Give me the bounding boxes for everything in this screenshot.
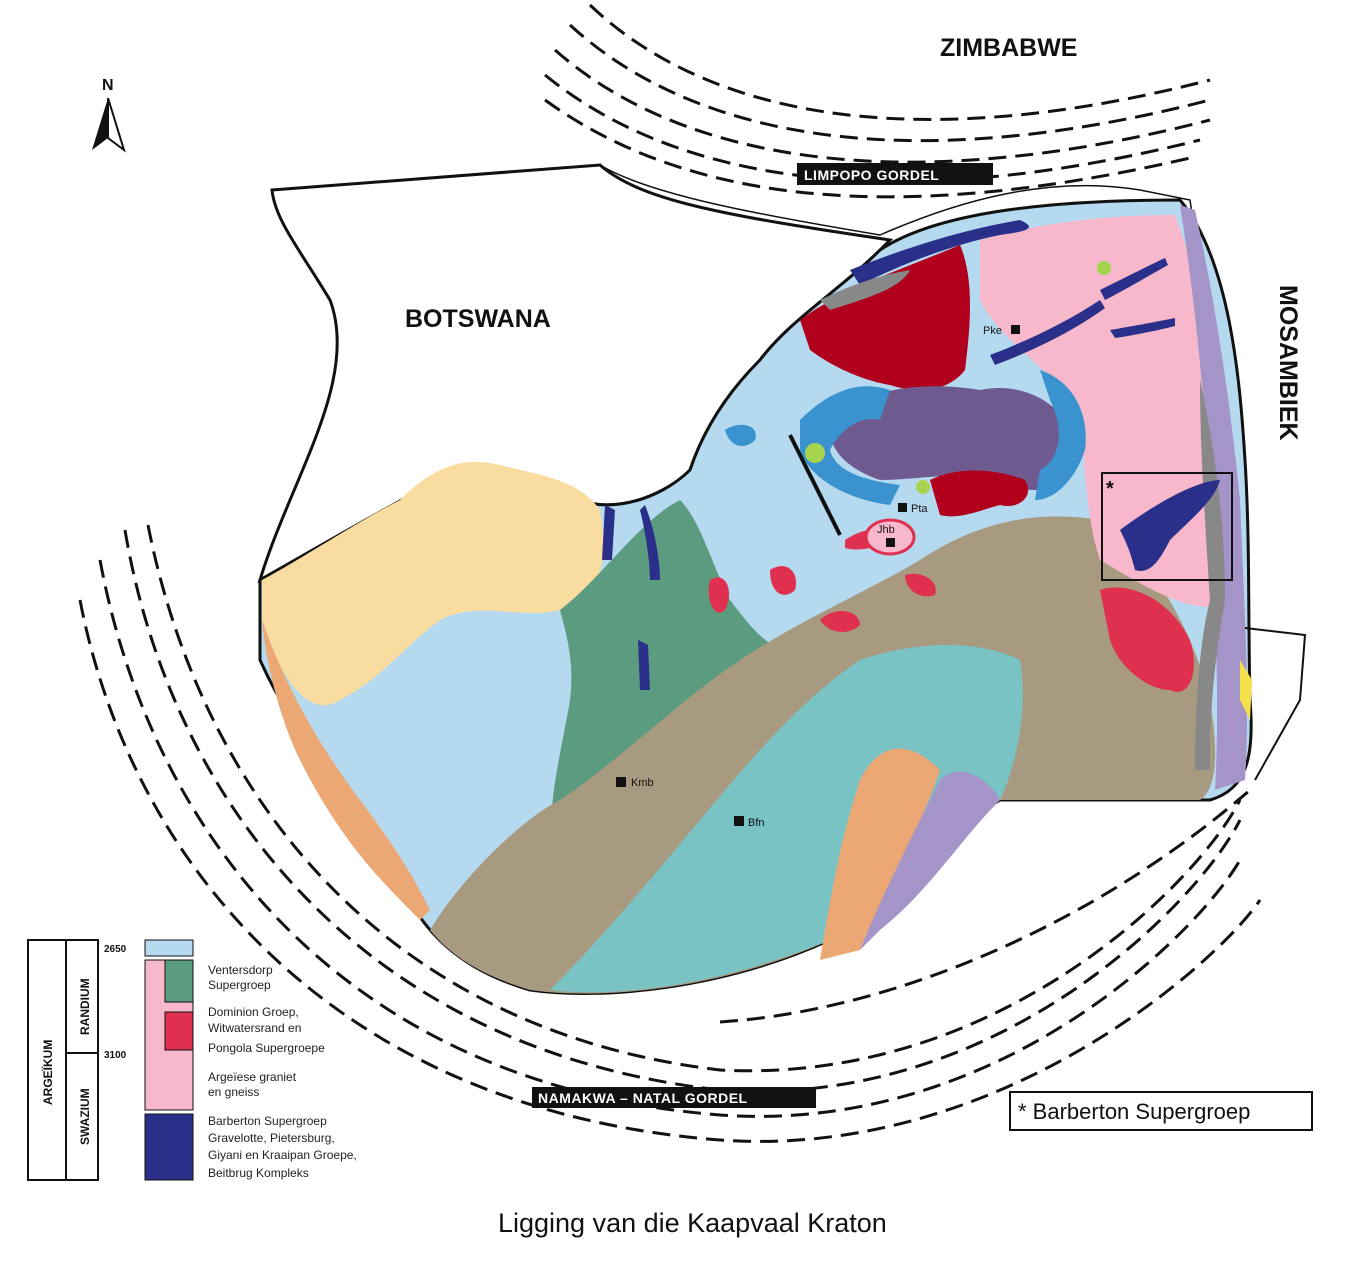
limpopo-label-bg xyxy=(797,163,993,185)
legend-dominion-1: Dominion Groep, xyxy=(208,1005,299,1019)
zimbabwe-border xyxy=(599,164,1201,271)
svg-text:Pta: Pta xyxy=(911,503,928,515)
north-arrow-icon xyxy=(92,98,108,150)
unit-bushveld-red-east xyxy=(930,470,1029,517)
legend-eon: ARGEÏKUM xyxy=(40,1040,55,1105)
namakwa-natal-belt-lines xyxy=(78,524,1262,1143)
unit-blue-ring-east xyxy=(1035,370,1086,500)
legend-tick-2650: 2650 xyxy=(104,944,127,955)
legend-era-swazium: SWAZIUM xyxy=(78,1088,92,1145)
city-pta: Pta xyxy=(898,503,928,515)
unit-west-blue-patch xyxy=(725,424,756,446)
limpopo-belt-lines xyxy=(544,3,1211,199)
legend-barberton-3: Giyani en Kraaipan Groepe, xyxy=(208,1148,357,1162)
legend-barberton-1: Barberton Supergroep xyxy=(208,1114,327,1128)
unit-lilac-south xyxy=(860,771,1000,950)
swatch-dominion xyxy=(164,1011,194,1051)
barberton-box xyxy=(1101,472,1233,581)
legend-barberton-2: Gravelotte, Pietersburg, xyxy=(208,1131,335,1145)
mozambique-border xyxy=(1244,627,1307,781)
johannesburg-dome xyxy=(864,518,916,556)
label-zimbabwe: ZIMBABWE xyxy=(940,34,1077,62)
unit-greenstone-belts xyxy=(602,258,1220,690)
legend-dominion-2: Witwatersrand en xyxy=(208,1021,301,1035)
north-label: N xyxy=(102,77,114,94)
label-botswana: BOTSWANA xyxy=(405,305,551,333)
legend-granite-1: Argeïese graniet xyxy=(208,1070,297,1084)
legend-barberton-4: Beitbrug Kompleks xyxy=(208,1166,309,1180)
label-namakwa-natal-belt: NAMAKWA – NATAL GORDEL xyxy=(538,1090,748,1106)
legend-tick-3100: 3100 xyxy=(104,1050,127,1061)
city-bfn: Bfn xyxy=(734,816,765,829)
legend-dominion-3: Pongola Supergroepe xyxy=(208,1041,325,1055)
city-pke: Pke xyxy=(983,325,1020,337)
svg-text:Jhb: Jhb xyxy=(877,524,895,536)
legend-ventersdorp-1: Ventersdorp xyxy=(208,963,273,977)
swatch-top xyxy=(144,939,194,957)
unit-bushveld-purple xyxy=(829,386,1080,490)
unit-north-navy xyxy=(850,220,1029,285)
legend-granite-2: en gneiss xyxy=(208,1085,259,1099)
city-jhb: Jhb xyxy=(877,524,895,547)
unit-karoo-teal xyxy=(550,645,1023,993)
svg-text:Kmb: Kmb xyxy=(631,777,654,789)
legend-ventersdorp-2: Supergroep xyxy=(208,978,271,992)
unit-orange-south xyxy=(820,748,940,960)
swatch-ventersdorp xyxy=(164,959,194,1003)
legend-era-randium: RANDIUM xyxy=(78,978,92,1035)
unit-west-edge xyxy=(262,620,430,920)
swatch-barberton xyxy=(144,1113,194,1181)
legend: ARGEÏKUM RANDIUM SWAZIUM 2650 3100 Vente… xyxy=(27,939,357,1181)
barberton-note-box xyxy=(1009,1091,1313,1131)
barberton-note: * Barberton Supergroep xyxy=(1018,1099,1250,1124)
north-arrow: N xyxy=(92,77,126,153)
unit-east-yellow xyxy=(1240,660,1252,720)
svg-text:Bfn: Bfn xyxy=(748,817,765,829)
unit-bushveld-red xyxy=(800,245,970,390)
svg-text:Pke: Pke xyxy=(983,325,1002,337)
city-kmb: Kmb xyxy=(616,777,654,789)
map-caption: Ligging van die Kaapvaal Kraton xyxy=(498,1208,887,1238)
unit-east-grey xyxy=(1195,380,1225,770)
unit-blue-ring xyxy=(800,386,900,505)
label-limpopo-belt: LIMPOPO GORDEL xyxy=(804,167,939,183)
label-mozambique: MOSAMBIEK xyxy=(1274,285,1302,441)
unit-lime-dots xyxy=(805,261,1111,494)
unit-north-grey xyxy=(820,270,910,310)
namakwa-label-bg xyxy=(532,1087,816,1108)
barberton-star: * xyxy=(1106,478,1114,500)
fault-line xyxy=(788,434,842,536)
unit-kalahari xyxy=(262,461,604,706)
